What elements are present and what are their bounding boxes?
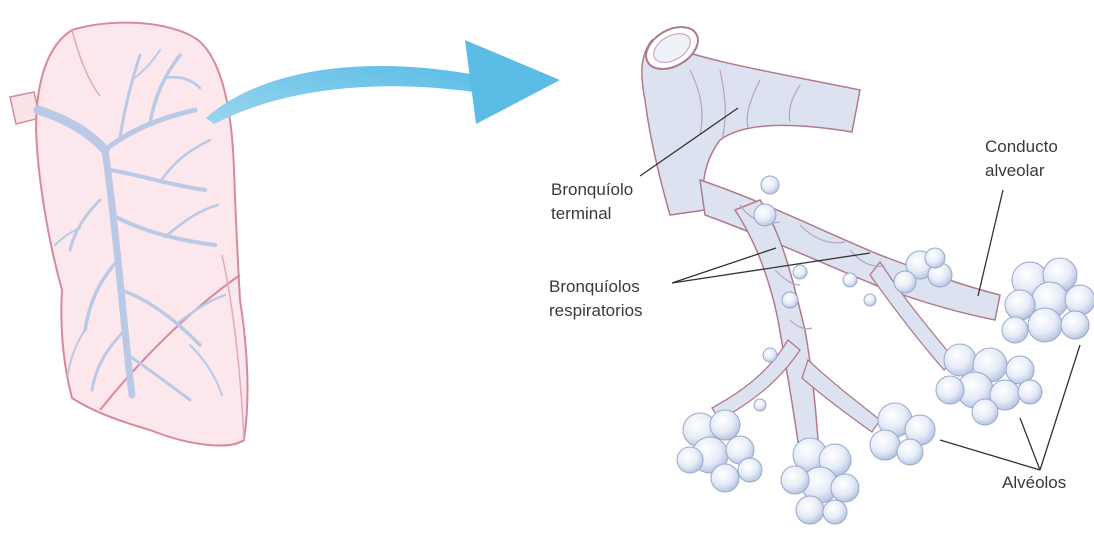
label-respiratory-bronchioles: Bronquíolos respiratorios [549, 275, 643, 323]
leader-respiratory-1 [672, 248, 776, 283]
leader-alveoli-3 [1040, 345, 1080, 470]
label-terminal-bronchiole: Bronquíolo terminal [551, 178, 633, 226]
lung-illustration [10, 23, 247, 446]
label-alveolar-duct-line1: Conducto [985, 135, 1058, 159]
label-alveoli: Alvéolos [1002, 471, 1066, 495]
label-terminal-bronchiole-line2: terminal [551, 202, 633, 226]
leader-alveolar-duct [978, 190, 1003, 296]
label-terminal-bronchiole-line1: Bronquíolo [551, 178, 633, 202]
arrow-head [465, 40, 560, 124]
leader-alveoli-2 [1020, 418, 1040, 470]
arrow-shaft [206, 66, 474, 124]
leader-alveoli-1 [940, 440, 1040, 470]
magnify-arrow [206, 40, 560, 124]
label-respiratory-bronchioles-line2: respiratorios [549, 299, 643, 323]
label-respiratory-bronchioles-line1: Bronquíolos [549, 275, 643, 299]
label-alveolar-duct: Conducto alveolar [985, 135, 1058, 183]
label-alveolar-duct-line2: alveolar [985, 159, 1058, 183]
